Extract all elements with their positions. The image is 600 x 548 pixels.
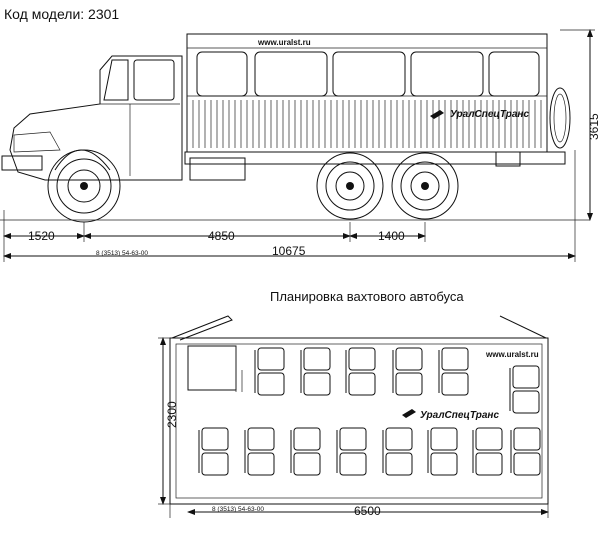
- seat: [441, 372, 469, 396]
- plan-website-text: www.uralst.ru: [485, 350, 539, 359]
- seat-pair: [427, 427, 458, 476]
- dim-plan-width: 2300: [165, 401, 179, 428]
- seat-pair: [345, 347, 376, 396]
- dim-plan-length: 6500: [354, 504, 381, 518]
- rear-wheel-2: [391, 152, 459, 220]
- seat-pair: [509, 365, 540, 414]
- seat: [257, 372, 285, 396]
- seat: [339, 452, 367, 476]
- bus-plan-view: www.uralst.ru УралСпецТранс: [169, 315, 549, 505]
- seat: [475, 452, 503, 476]
- driver-compartment: [187, 345, 237, 391]
- brand-mark-icon: [430, 110, 444, 119]
- seat: [257, 347, 285, 371]
- seat: [430, 427, 458, 451]
- plan-brand-mark-icon: [402, 409, 416, 418]
- seat-pair: [336, 427, 367, 476]
- dim-wheelbase: 4850: [208, 229, 235, 243]
- seat: [512, 365, 540, 389]
- plan-title: Планировка вахтового автобуса: [270, 289, 464, 304]
- seat: [395, 347, 423, 371]
- seat-pair: [198, 427, 229, 476]
- seat: [303, 347, 331, 371]
- dim-total-length: 10675: [272, 244, 306, 258]
- seat-pair: [392, 347, 423, 396]
- front-bumper: [1, 155, 43, 171]
- seat-pair: [472, 427, 503, 476]
- side-phone-text: 8 (3513) 54-63-00: [96, 250, 148, 257]
- seat-pair: [382, 427, 413, 476]
- side-brand-logo: УралСпецТранс: [450, 109, 529, 120]
- dim-height: 3615: [587, 113, 600, 140]
- body-windows: [196, 51, 540, 97]
- seat: [385, 427, 413, 451]
- seat-layout: [198, 347, 541, 476]
- seat-pair: [438, 347, 469, 396]
- seat-pair: [244, 427, 275, 476]
- seat: [293, 452, 321, 476]
- plan-brand-logo: УралСпецТранс: [420, 410, 499, 421]
- dim-front-overhang: 1520: [28, 229, 55, 243]
- seat: [247, 452, 275, 476]
- seat: [339, 427, 367, 451]
- seat: [385, 452, 413, 476]
- spare-wheel: [549, 87, 571, 149]
- seat: [513, 452, 541, 476]
- plan-dimensions: 8 (3513) 54-63-00 6500 2300: [158, 337, 549, 518]
- front-door: [171, 315, 233, 341]
- seat: [513, 427, 541, 451]
- plan-phone-text: 8 (3513) 54-63-00: [212, 506, 264, 513]
- side-website-text: www.uralst.ru: [257, 38, 311, 47]
- plan-outline: [169, 337, 549, 505]
- cab-window-front: [103, 59, 129, 101]
- seat-pair: [300, 347, 331, 396]
- fuel-tank: [189, 157, 246, 181]
- seat: [512, 390, 540, 414]
- seat: [395, 372, 423, 396]
- seat: [348, 347, 376, 371]
- side-dimensions: 1520 4850 1400 8 (3513) 54-63-00 10675 3…: [3, 29, 600, 262]
- seat: [348, 372, 376, 396]
- seat: [293, 427, 321, 451]
- seat: [441, 347, 469, 371]
- seat: [201, 427, 229, 451]
- cab-window-side: [133, 59, 175, 101]
- body-ribs: [192, 100, 542, 148]
- seat: [475, 427, 503, 451]
- truck-cab: [9, 55, 183, 181]
- rear-door: [499, 315, 547, 339]
- seat: [303, 372, 331, 396]
- seat: [430, 452, 458, 476]
- seat: [247, 427, 275, 451]
- seat: [201, 452, 229, 476]
- model-code-label: Код модели: 2301: [4, 6, 120, 22]
- seat-pair: [510, 427, 541, 476]
- front-wheel: [47, 149, 121, 223]
- truck-side-view: www.uralst.ru УралСпецТранс: [0, 33, 590, 223]
- seat-pair: [290, 427, 321, 476]
- dim-axle-spacing: 1400: [378, 229, 405, 243]
- rear-wheel-1: [316, 152, 384, 220]
- seat-pair: [254, 347, 285, 396]
